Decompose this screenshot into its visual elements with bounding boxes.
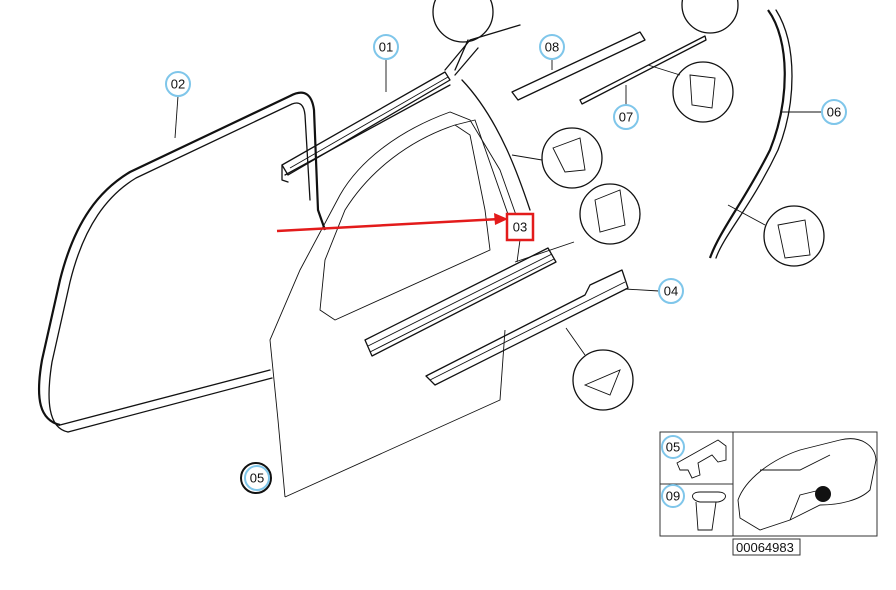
strip-01 bbox=[281, 71, 451, 183]
callout-06[interactable]: 06 bbox=[821, 99, 847, 125]
callout-08[interactable]: 08 bbox=[539, 34, 565, 60]
svg-text:04: 04 bbox=[664, 284, 678, 299]
callout-05[interactable]: 05 bbox=[240, 462, 272, 494]
svg-text:03: 03 bbox=[513, 220, 527, 235]
inset-callout-09[interactable]: 09 bbox=[661, 484, 685, 508]
svg-text:01: 01 bbox=[379, 40, 393, 55]
highlight-arrow bbox=[276, 213, 508, 233]
leader-lines bbox=[174, 59, 822, 292]
svg-text:05: 05 bbox=[666, 440, 680, 455]
strip-08 bbox=[511, 31, 646, 101]
callout-01[interactable]: 01 bbox=[373, 34, 399, 60]
svg-text:06: 06 bbox=[827, 105, 841, 120]
callout-02[interactable]: 02 bbox=[165, 71, 191, 97]
car-drawing bbox=[737, 438, 877, 531]
clip-05-drawing bbox=[676, 439, 727, 479]
window-seal-02 bbox=[37, 91, 327, 433]
strip-07 bbox=[579, 35, 707, 105]
part-number: 00064983 bbox=[736, 540, 794, 555]
svg-text:05: 05 bbox=[250, 471, 264, 486]
seal-06 bbox=[708, 9, 786, 259]
detail-bubbles bbox=[432, 0, 825, 411]
callout-03[interactable]: 03 bbox=[505, 212, 535, 242]
part-number-box bbox=[732, 538, 801, 556]
svg-text:08: 08 bbox=[545, 40, 559, 55]
inset-panel: 05 09 00064983 bbox=[659, 431, 878, 556]
pillar-frame bbox=[444, 24, 531, 211]
strip-03 bbox=[364, 247, 557, 357]
svg-text:02: 02 bbox=[171, 77, 185, 92]
callout-07[interactable]: 07 bbox=[613, 104, 639, 130]
inset-callout-05[interactable]: 05 bbox=[661, 435, 685, 459]
svg-text:07: 07 bbox=[619, 110, 633, 125]
door-outline bbox=[269, 111, 517, 498]
clip-09-drawing bbox=[692, 491, 726, 531]
svg-text:09: 09 bbox=[666, 489, 680, 504]
location-marker bbox=[815, 486, 831, 502]
strip-04 bbox=[425, 269, 629, 386]
callout-04[interactable]: 04 bbox=[658, 278, 684, 304]
